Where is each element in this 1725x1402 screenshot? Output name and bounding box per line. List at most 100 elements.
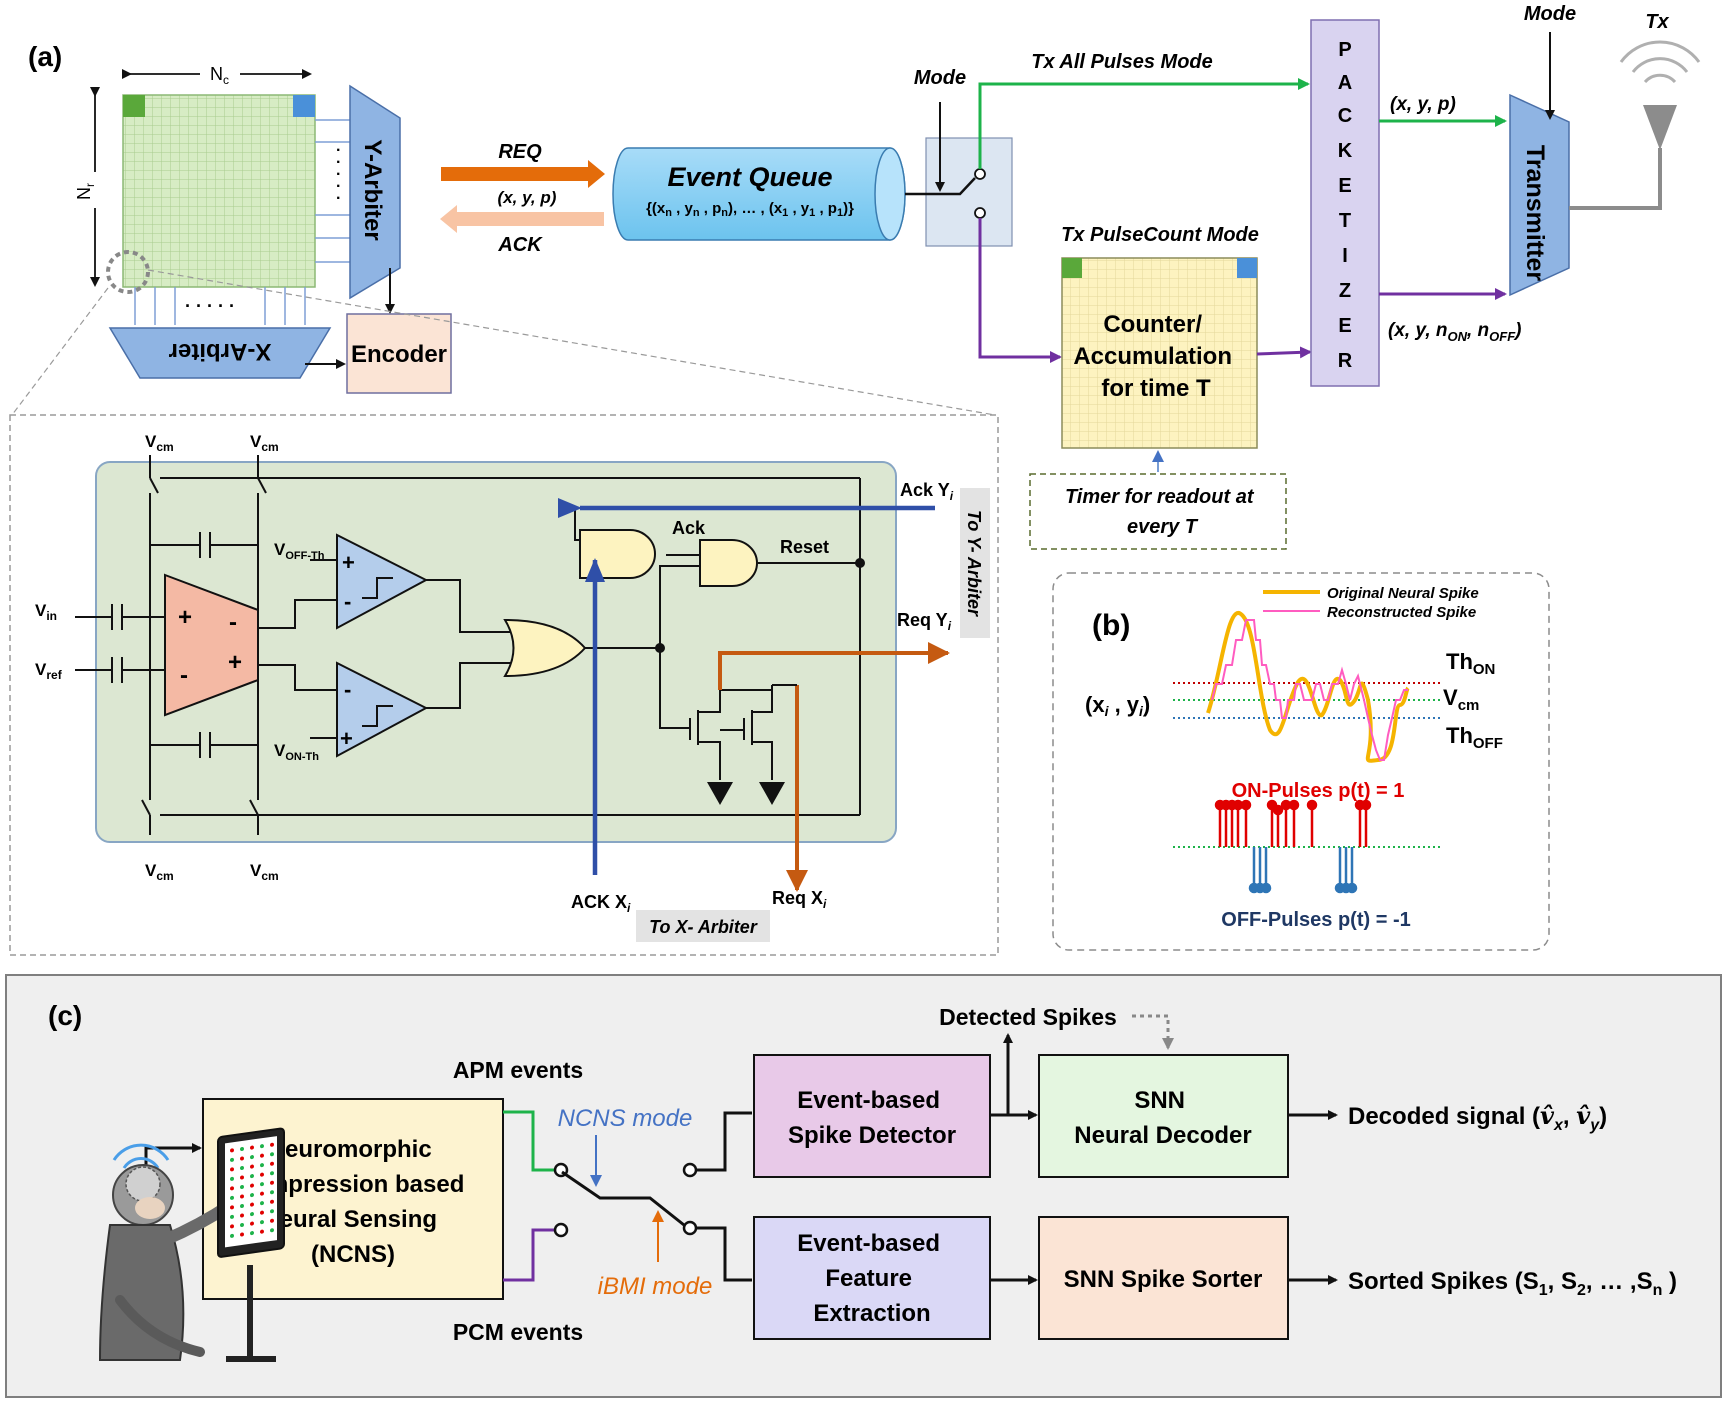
timer-block bbox=[1029, 473, 1287, 550]
apm-label: APM events bbox=[453, 1057, 583, 1083]
display-screen-icon bbox=[217, 1127, 285, 1362]
display-dot bbox=[260, 1201, 264, 1206]
tx-pulsecount-path bbox=[978, 218, 1062, 363]
zoom-box bbox=[9, 414, 999, 956]
display-dot bbox=[250, 1202, 254, 1207]
display-dot bbox=[260, 1172, 264, 1177]
detector-terminal bbox=[682, 1162, 698, 1178]
display-dot bbox=[230, 1233, 234, 1238]
req-x-label: Req Xi bbox=[772, 888, 827, 911]
svg-text:Vcm: Vcm bbox=[145, 432, 174, 454]
detected-to-decoder-dotted bbox=[1132, 1014, 1174, 1050]
panel-b-label: (b) bbox=[1092, 609, 1130, 642]
svg-text:A: A bbox=[1338, 72, 1352, 94]
xyp-mid-label: (x, y, p) bbox=[498, 188, 557, 207]
display-dot bbox=[270, 1171, 274, 1176]
display-dot bbox=[250, 1183, 254, 1188]
display-dot bbox=[240, 1194, 244, 1199]
svg-text:Vcm: Vcm bbox=[145, 861, 174, 883]
svg-text:R: R bbox=[1338, 350, 1353, 372]
event-queue-content: {(xn , yn , pn), … , (x1 , y1 , p1)} bbox=[646, 200, 854, 219]
or-node bbox=[655, 643, 665, 653]
display-dot bbox=[250, 1221, 254, 1226]
svg-text:-: - bbox=[344, 677, 351, 702]
tx-all-label: Tx All Pulses Mode bbox=[1031, 51, 1213, 73]
pcm-path bbox=[503, 1228, 555, 1282]
display-dot bbox=[230, 1205, 234, 1210]
tx-all-path bbox=[978, 78, 1310, 169]
apm-path bbox=[503, 1110, 555, 1172]
neural-decoder-label: SNN Neural Decoder bbox=[1074, 1087, 1251, 1149]
th-off-label: ThOFF bbox=[1446, 723, 1503, 752]
ibmi-mode-label: iBMI mode bbox=[598, 1273, 713, 1300]
wireless-icon bbox=[1619, 40, 1701, 84]
req-y-label: Req Yi bbox=[897, 610, 952, 633]
legend-original: Original Neural Spike bbox=[1327, 585, 1479, 602]
original-spike bbox=[1206, 610, 1410, 763]
svg-text:+: + bbox=[178, 604, 192, 631]
tx-label: Tx bbox=[1645, 11, 1669, 33]
display-dot bbox=[250, 1174, 254, 1179]
counter-block bbox=[1061, 257, 1258, 449]
display-dot bbox=[240, 1175, 244, 1180]
to-x-arbiter-label: To X- Arbiter bbox=[649, 917, 758, 937]
antenna-icon bbox=[1643, 105, 1677, 150]
on-pulses bbox=[1214, 799, 1372, 847]
counter-label: Counter/ Accumulation for time T bbox=[1073, 311, 1238, 402]
off-pulses-label: OFF-Pulses p(t) = -1 bbox=[1221, 909, 1410, 931]
svg-text:E: E bbox=[1338, 315, 1351, 337]
svg-text:Vcm: Vcm bbox=[250, 861, 279, 883]
pcm-label: PCM events bbox=[453, 1319, 583, 1345]
feature-extraction-block bbox=[753, 1216, 991, 1340]
and-gate-1 bbox=[579, 529, 656, 579]
display-dot bbox=[240, 1232, 244, 1237]
counter-to-packetizer bbox=[1256, 346, 1312, 359]
display-dot bbox=[270, 1209, 274, 1214]
comparator-signs: + - - + bbox=[340, 550, 355, 751]
voff-label: VOFF-Th bbox=[274, 540, 325, 562]
detected-spikes-label: Detected Spikes bbox=[939, 1004, 1117, 1030]
mode-switch bbox=[905, 168, 986, 219]
ncns-ibmi-switch bbox=[561, 1170, 685, 1227]
svg-text:E: E bbox=[1338, 175, 1351, 197]
x-arbiter-label: X-Arbiter bbox=[169, 338, 272, 365]
xyn-out-label: (x, y, nON, nOFF) bbox=[1388, 320, 1521, 344]
display-dot bbox=[260, 1182, 264, 1187]
array-dots-horizontal: · · · · · bbox=[185, 296, 235, 316]
feature-extraction-label: Event-based Feature Extraction bbox=[797, 1230, 946, 1327]
svg-text:C: C bbox=[1338, 105, 1352, 127]
antenna-line bbox=[1569, 148, 1662, 210]
sorted-spikes-label: Sorted Spikes (S1, S2, … ,Sn ) bbox=[1348, 1268, 1677, 1299]
vref-label: Vref bbox=[35, 660, 63, 682]
ncns-mode-label: NCNS mode bbox=[558, 1105, 693, 1132]
svg-text:P: P bbox=[1338, 39, 1351, 61]
svg-text:K: K bbox=[1338, 140, 1353, 162]
ground-symbols bbox=[707, 782, 785, 805]
panel-a-label: (a) bbox=[28, 41, 62, 72]
ack-label: ACK bbox=[497, 234, 543, 256]
tx-pulsecount-label: Tx PulseCount Mode bbox=[1061, 224, 1259, 246]
ack-x-label: ACK Xi bbox=[571, 892, 631, 915]
encoder-label: Encoder bbox=[351, 341, 447, 368]
display-dot bbox=[240, 1222, 244, 1228]
reset-label: Reset bbox=[780, 537, 829, 557]
display-dot bbox=[240, 1156, 244, 1161]
spike-sorter-label: SNN Spike Sorter bbox=[1064, 1266, 1263, 1293]
array-dots-vertical: ····· bbox=[336, 142, 341, 207]
switch-terminal bbox=[682, 1220, 698, 1236]
array-lines bbox=[134, 119, 350, 325]
display-dot bbox=[270, 1142, 274, 1147]
event-queue-block bbox=[612, 147, 906, 241]
and-gate-2 bbox=[699, 539, 758, 587]
reconstructed-spike bbox=[1211, 619, 1408, 761]
display-dots bbox=[230, 1142, 274, 1238]
to-x-arbiter-box bbox=[636, 910, 770, 942]
display-dot bbox=[240, 1146, 244, 1152]
display-dot bbox=[230, 1157, 234, 1162]
mode-switch-box bbox=[925, 137, 1013, 247]
panel-c-label: (c) bbox=[48, 1000, 82, 1031]
svg-text:+: + bbox=[342, 550, 355, 575]
svg-text:I: I bbox=[1342, 245, 1348, 267]
mode-switch-label: Mode bbox=[914, 67, 966, 89]
